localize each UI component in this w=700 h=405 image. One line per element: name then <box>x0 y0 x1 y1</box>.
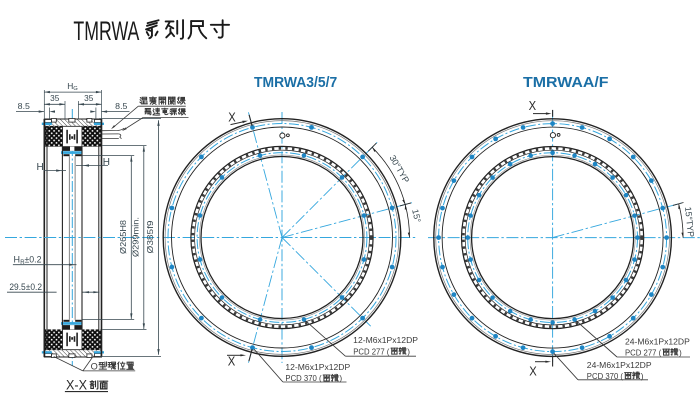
svg-text:PCD 277 (: PCD 277 ( <box>353 346 389 356</box>
svg-text:PCD 370 (: PCD 370 ( <box>285 373 321 383</box>
svg-text:35: 35 <box>50 94 60 103</box>
svg-text:): ) <box>407 346 410 356</box>
svg-text:24-M6x1Px12DP: 24-M6x1Px12DP <box>625 336 690 346</box>
svg-text:PCD 277 (: PCD 277 ( <box>625 347 661 357</box>
svg-text:): ) <box>339 373 342 383</box>
svg-text:29.5±0.2: 29.5±0.2 <box>9 282 42 292</box>
svg-text:G: G <box>73 86 78 92</box>
svg-text:H: H <box>103 157 110 168</box>
svg-text:X: X <box>529 99 537 113</box>
svg-text:15°TYP: 15°TYP <box>683 206 696 237</box>
svg-text:H: H <box>37 162 44 173</box>
svg-text:): ) <box>641 371 644 381</box>
svg-text:PCD 370 (: PCD 370 ( <box>587 371 623 381</box>
svg-text:X-X: X-X <box>66 376 88 392</box>
svg-text:): ) <box>679 347 682 357</box>
svg-text:X: X <box>529 364 537 378</box>
svg-text:X: X <box>228 354 236 368</box>
svg-text:8.5: 8.5 <box>115 102 128 111</box>
svg-text:H: H <box>67 81 73 91</box>
svg-text:R: R <box>20 260 25 266</box>
svg-text:±0.2: ±0.2 <box>25 255 42 265</box>
svg-text:12-M6x1Px12DP: 12-M6x1Px12DP <box>285 362 350 372</box>
svg-text:24-M6x1Px12DP: 24-M6x1Px12DP <box>587 360 652 370</box>
svg-text:H: H <box>14 255 21 265</box>
svg-text:TMRWA: TMRWA <box>73 16 139 46</box>
svg-text:Ø385f9: Ø385f9 <box>145 220 155 253</box>
svg-text:Ø265H8: Ø265H8 <box>118 220 128 254</box>
svg-text:8.5: 8.5 <box>18 102 31 111</box>
svg-text:TMRWA3/5/7: TMRWA3/5/7 <box>254 75 337 91</box>
svg-text:TMRWAA/F: TMRWAA/F <box>523 75 609 91</box>
svg-text:15°: 15° <box>410 208 423 223</box>
svg-text:X: X <box>228 111 236 125</box>
svg-text:Ø299min.: Ø299min. <box>130 217 140 257</box>
svg-text:12-M6x1Px12DP: 12-M6x1Px12DP <box>353 335 418 345</box>
svg-text:O: O <box>91 362 98 372</box>
svg-text:35: 35 <box>84 94 94 103</box>
